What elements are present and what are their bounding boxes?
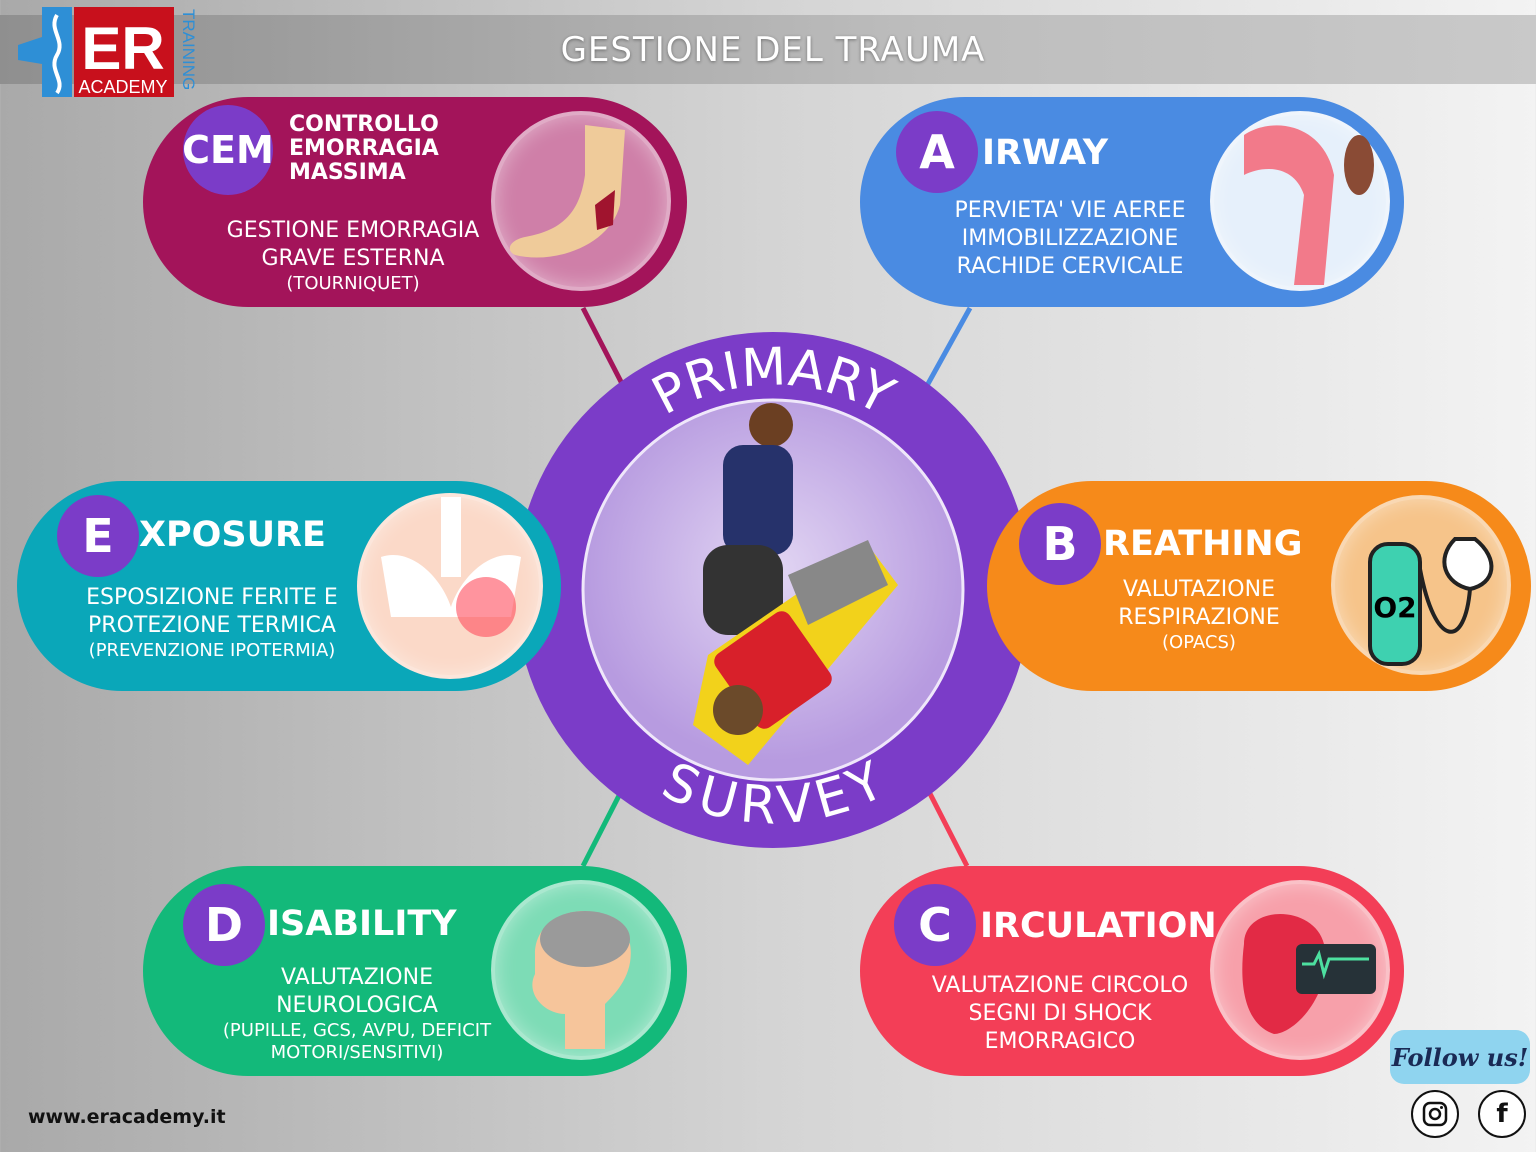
disability-letter: D bbox=[183, 884, 265, 966]
heart-monitor-icon bbox=[1210, 880, 1390, 1060]
airway-throat-icon bbox=[1210, 111, 1390, 291]
breathing-letter: B bbox=[1019, 503, 1101, 585]
paramedic-illustration bbox=[693, 403, 898, 765]
instagram-icon[interactable] bbox=[1411, 1090, 1459, 1138]
er-academy-logo: ER ACADEMY TRAINING bbox=[18, 7, 198, 97]
exposure-title: XPOSURE bbox=[139, 515, 326, 555]
airway-letter: A bbox=[896, 111, 978, 193]
cem-badge: CEM bbox=[182, 105, 274, 195]
oxygen-tank-icon: O2 bbox=[1331, 495, 1511, 675]
primary-survey-ring: PRIMARY SURVEY bbox=[515, 332, 1031, 848]
pelvis-icon bbox=[357, 493, 543, 679]
header-bar bbox=[0, 15, 1536, 84]
circulation-title: IRCULATION bbox=[980, 906, 1217, 946]
exposure-letter: E bbox=[57, 495, 139, 577]
facebook-icon[interactable]: f bbox=[1478, 1090, 1526, 1138]
circulation-letter: C bbox=[894, 884, 976, 966]
bleeding-foot-icon bbox=[491, 111, 671, 291]
website-link[interactable]: www.eracademy.it bbox=[28, 1106, 226, 1128]
svg-text:TRAINING: TRAINING bbox=[179, 9, 198, 90]
svg-text:ER: ER bbox=[81, 15, 164, 82]
airway-title: IRWAY bbox=[982, 133, 1109, 173]
brain-head-icon bbox=[491, 880, 671, 1060]
svg-text:ACADEMY: ACADEMY bbox=[78, 77, 167, 97]
disability-title: ISABILITY bbox=[267, 904, 457, 944]
svg-text:O2: O2 bbox=[1373, 591, 1416, 624]
page-title: GESTIONE DEL TRAUMA bbox=[560, 30, 986, 70]
follow-us-bubble: Follow us! bbox=[1390, 1030, 1530, 1084]
breathing-title: REATHING bbox=[1103, 524, 1303, 564]
